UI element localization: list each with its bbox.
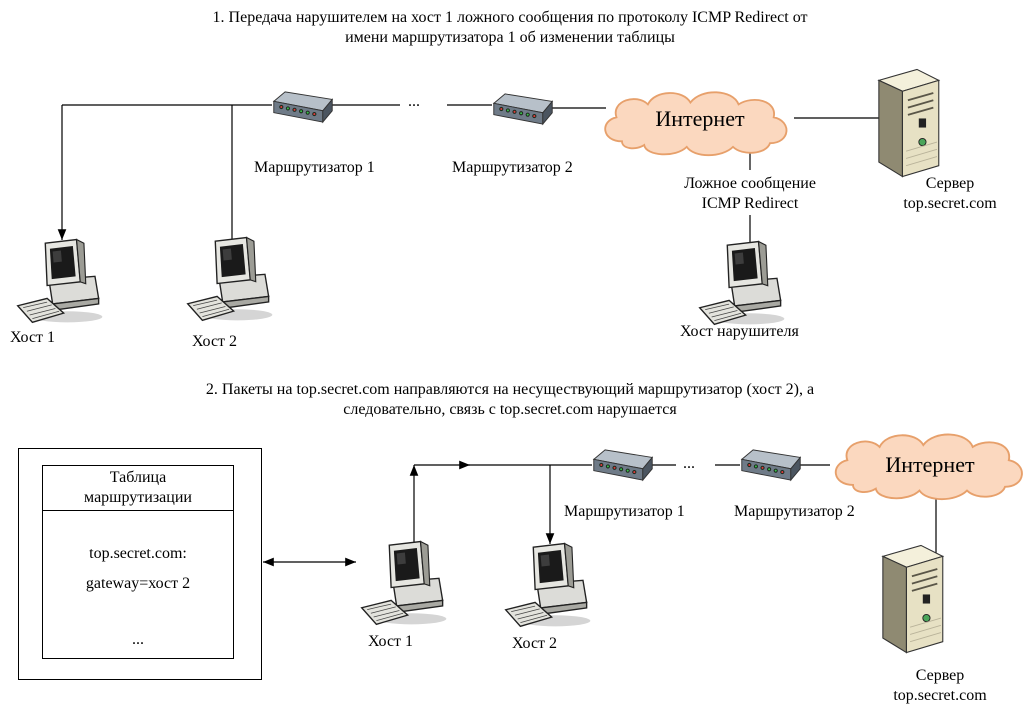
host-2-bottom-computer-icon (504, 542, 592, 628)
router-1-bottom-icon (593, 449, 653, 481)
fake-message-line-2: ICMP Redirect (701, 195, 799, 212)
top-host-2-label: Хост 2 (192, 333, 238, 350)
routing-table (42, 465, 234, 659)
fake-message-line-1: Ложное сообщение (684, 175, 816, 192)
bottom-host-2-label: Хост 2 (512, 635, 558, 652)
top-host-1-label: Хост 1 (10, 329, 56, 346)
top-server-label-2: top.secret.com (903, 195, 997, 212)
router-1-icon (273, 91, 333, 123)
attacker-computer-icon (698, 240, 786, 326)
routing-table-frame (18, 448, 262, 680)
top-internet-label: Интернет (655, 106, 745, 131)
bottom-server-label-2: top.secret.com (893, 687, 987, 704)
routing-table-row-destination: top.secret.com: (89, 545, 187, 562)
attacker-host-label: Хост нарушителя (680, 323, 799, 340)
server-bottom-icon (881, 544, 944, 654)
routing-table-row-gateway: gateway=хост 2 (85, 575, 191, 592)
host-1-computer-icon (16, 238, 104, 324)
host-2-computer-icon (186, 236, 274, 322)
bottom-router-1-label: Маршрутизатор 1 (564, 503, 685, 520)
bottom-caption-line-2: следовательно, связь с top.secret.com на… (343, 401, 677, 418)
server-icon (877, 68, 940, 178)
top-caption-line-2: имени маршрутизатора 1 об изменении табл… (345, 29, 675, 46)
bottom-caption-line-1: 2. Пакеты на top.secret.com направляются… (205, 381, 815, 398)
top-router-2-label: Маршрутизатор 2 (452, 159, 573, 176)
host-1-bottom-computer-icon (360, 540, 448, 626)
bottom-server-label-1: Сервер (915, 667, 965, 684)
routing-table-row-more: ... (132, 631, 144, 648)
bottom-router-2-label: Маршрутизатор 2 (734, 503, 855, 520)
router-2-bottom-icon (741, 449, 801, 481)
routing-table-title-2: маршрутизации (84, 489, 192, 506)
bottom-network-links (263, 460, 937, 567)
bottom-host-1-label: Хост 1 (368, 633, 414, 650)
top-server-label-1: Сервер (925, 175, 975, 192)
top-network-links (57, 104, 888, 244)
top-router-1-label: Маршрутизатор 1 (254, 159, 375, 176)
top-ellipsis: ... (408, 93, 420, 110)
routing-table-title-1: Таблица (109, 469, 167, 486)
bottom-internet-label: Интернет (885, 452, 975, 477)
top-caption-line-1: 1. Передача нарушителем на хост 1 ложног… (212, 9, 808, 26)
bottom-ellipsis: ... (683, 455, 695, 472)
router-2-icon (493, 93, 553, 125)
routing-table-header (42, 465, 234, 511)
